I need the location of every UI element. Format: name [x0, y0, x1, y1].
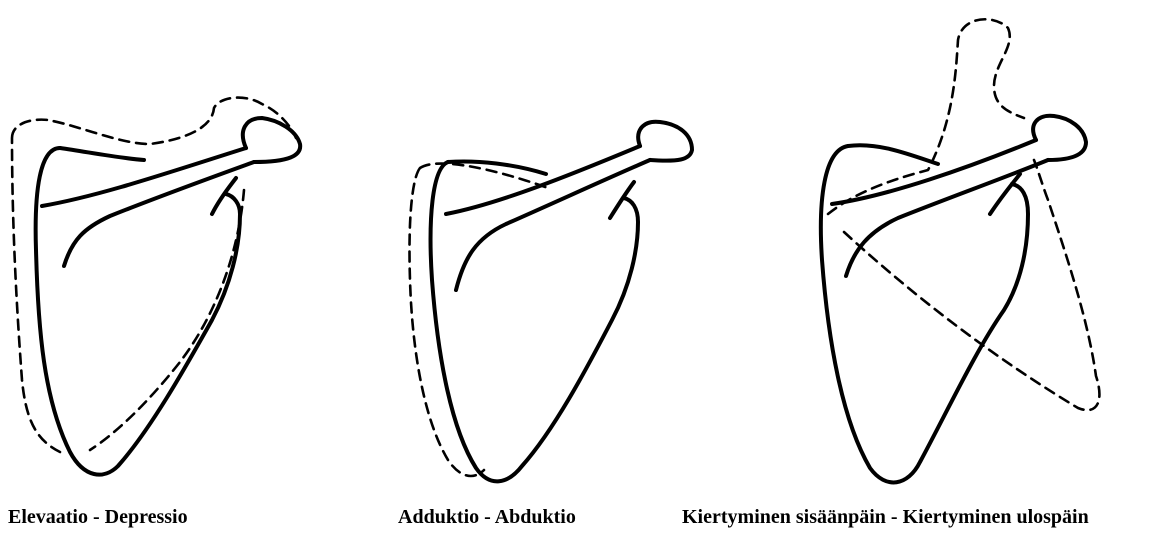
- scapula-spine: [832, 140, 1048, 276]
- caption-rotation: Kiertyminen sisäänpäin - Kiertyminen ulo…: [682, 506, 1089, 529]
- figure-elevation-depression: [0, 0, 330, 500]
- scapula-drawing-elevation: [0, 0, 330, 500]
- scapula-spine: [42, 148, 254, 266]
- acromion: [638, 122, 692, 161]
- scapula-dashed-outline: [828, 19, 1099, 410]
- caption-adduction-abduction: Adduktio - Abduktio: [398, 506, 576, 529]
- scapula-top-edge: [60, 148, 144, 160]
- scapula-outline: [36, 148, 240, 475]
- scapula-outline: [821, 146, 1028, 482]
- scapula-top-edge: [848, 145, 938, 164]
- scapula-drawing-rotation: [798, 0, 1138, 500]
- figure-adduction-abduction: [398, 0, 728, 500]
- figure-rotation: [798, 0, 1138, 500]
- acromion: [243, 118, 300, 162]
- caption-elevation-depression: Elevaatio - Depressio: [8, 506, 188, 529]
- scapula-drawing-adduction: [398, 0, 728, 500]
- acromion: [1033, 116, 1086, 160]
